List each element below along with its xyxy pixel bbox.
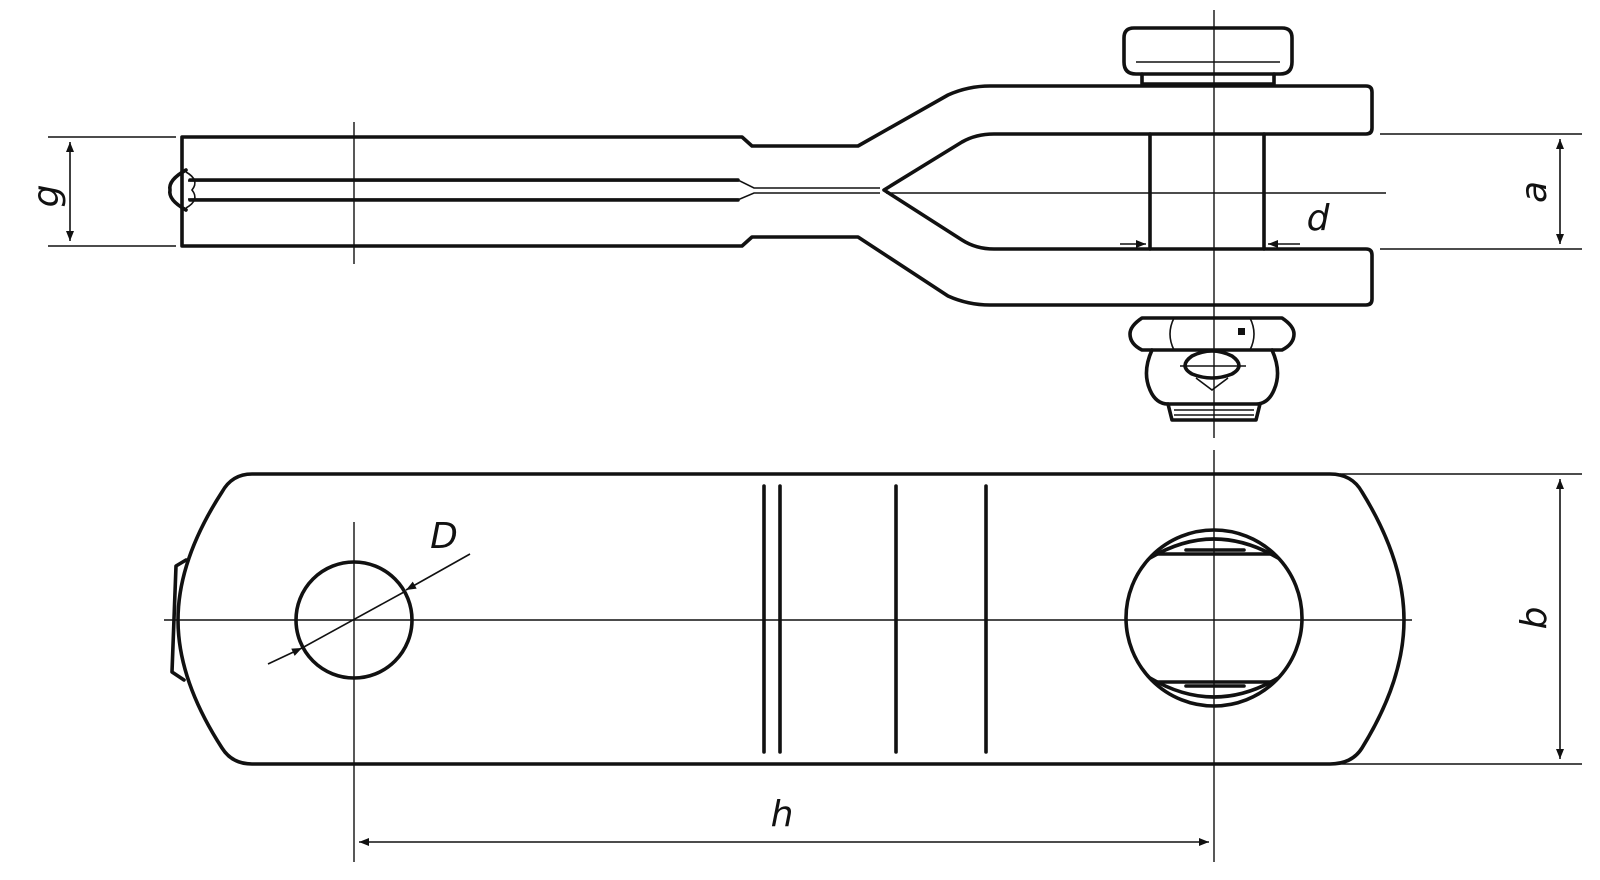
castle-nut-slot — [1183, 349, 1241, 380]
castle-nut-point — [1195, 377, 1229, 391]
bolt-nut — [1128, 316, 1296, 352]
dimension-b-label: b — [1514, 607, 1555, 630]
bolt-nut-facets — [1169, 317, 1255, 351]
dimension-h: h — [359, 794, 1209, 846]
plan-view-weld-tab — [170, 558, 188, 682]
dimension-g: g — [26, 136, 176, 247]
dimension-D: D — [267, 516, 471, 665]
side-view-bar-outline — [180, 84, 1374, 307]
dimension-d-label: d — [1307, 198, 1331, 239]
cotter-pin-mark — [1238, 328, 1245, 335]
dimension-b: b — [1340, 473, 1582, 765]
plan-view-plate-outline — [176, 472, 1406, 766]
bolt-head — [1122, 26, 1294, 76]
side-view-groove-lower — [188, 192, 880, 200]
castle-nut-body — [1144, 348, 1280, 406]
dimension-d: d — [1120, 198, 1331, 248]
plan-view: D b h — [164, 450, 1582, 862]
side-view-groove — [188, 180, 880, 189]
bolt-head-washer — [1140, 72, 1276, 86]
dimension-D-label: D — [430, 516, 458, 557]
dimension-a-label: a — [1514, 181, 1555, 203]
dimension-g-label: g — [26, 185, 67, 208]
dimension-h-label: h — [771, 794, 794, 835]
side-view: g a d — [26, 10, 1582, 438]
side-view-end-cap — [168, 168, 188, 212]
side-view-end-cap-inner — [185, 171, 196, 209]
dimension-a: a — [1380, 133, 1582, 250]
